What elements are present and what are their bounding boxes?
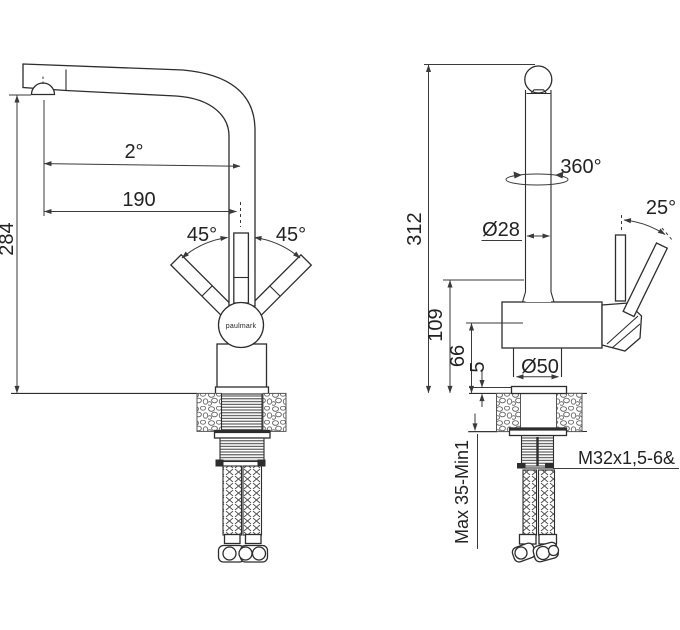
front-dimensions: 284 2° 190 45° 45°: [0, 94, 306, 394]
front-spout-pipe: [22, 63, 256, 307]
front-threaded-shank: [220, 393, 263, 432]
front-aerator-icon: [30, 82, 56, 96]
front-hose-fittings: [217, 544, 269, 563]
front-handle-tilted-left: [169, 253, 233, 317]
front-handle-tilted-right: [249, 253, 313, 317]
side-dimensions: 312 360° Ø28 25° 109 66 5 Ø50: [404, 64, 679, 549]
side-hose-right: [537, 469, 556, 536]
side-mounting: [508, 427, 568, 563]
front-hose-right: [242, 465, 263, 536]
dim-spout-angle: 2°: [124, 141, 143, 163]
countertop-hatch-left: [196, 392, 222, 432]
front-view: paulmark: [0, 63, 313, 563]
side-base-flange: [510, 385, 568, 395]
front-handle-upright: [233, 232, 250, 304]
dim-side-height: 312: [404, 212, 426, 245]
dim-spout-reach: 190: [122, 189, 155, 211]
front-logo-disc: [217, 301, 265, 349]
side-hose-left: [522, 469, 538, 536]
dim-flange-thickness: 5: [467, 361, 489, 372]
dim-handle-tilt: 25°: [646, 197, 676, 219]
side-countertop-hatch-right: [556, 392, 583, 433]
dim-handle-swing-right: 45°: [276, 224, 306, 246]
dim-base-height: 66: [447, 345, 469, 367]
brand-logo: paulmark: [226, 323, 257, 330]
dim-handle-swing-left: 45°: [187, 224, 217, 246]
dim-pipe-diameter: Ø28: [482, 219, 520, 241]
side-handle-tilted: [622, 242, 669, 318]
front-body: [216, 343, 268, 389]
dim-mounting-range: Max 35-Min1: [452, 440, 472, 544]
dim-swivel-angle: 360°: [560, 156, 601, 178]
dim-front-height: 284: [0, 222, 18, 255]
side-view: 312 360° Ø28 25° 109 66 5 Ø50: [404, 64, 679, 563]
side-handle-upright: [614, 234, 627, 302]
dim-body-height: 109: [425, 308, 447, 341]
side-hose-fittings: [511, 541, 560, 563]
dim-thread-spec: M32x1,5-6&: [578, 448, 675, 468]
side-column: [525, 90, 551, 302]
side-countertop-hatch-left: [496, 392, 521, 433]
side-spout-bracket: [526, 89, 551, 95]
front-locknut-thread: [219, 437, 265, 463]
front-base-flange: [214, 386, 270, 395]
dim-base-diameter: Ø50: [521, 356, 559, 378]
side-neck: [513, 348, 562, 377]
side-spout-end: [524, 65, 553, 94]
front-hose-left: [222, 465, 243, 536]
countertop-hatch-right: [262, 392, 287, 432]
front-mounting: [11, 392, 287, 563]
side-body: [501, 301, 603, 349]
